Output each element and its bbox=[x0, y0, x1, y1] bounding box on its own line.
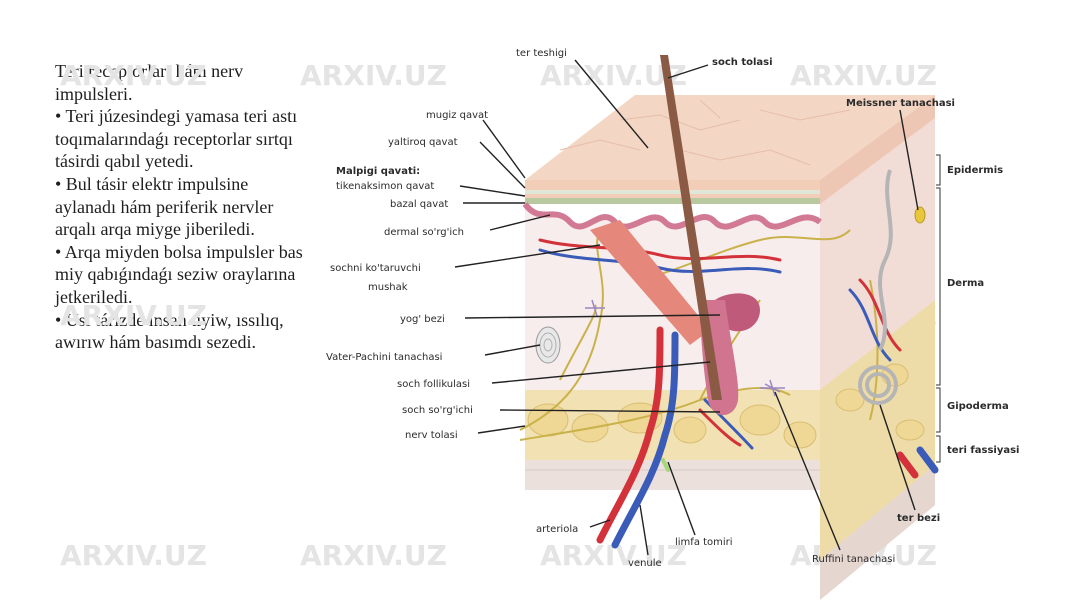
label-ter-bezi: ter bezi bbox=[897, 513, 940, 524]
hypodermis-side bbox=[820, 300, 935, 560]
label-malpigi-1: Malpigi qavati: bbox=[336, 166, 420, 177]
watermark-4: ARXIV.UZ bbox=[790, 59, 937, 92]
label-nerv-tolasi: nerv tolasi bbox=[405, 430, 458, 441]
label-yaltiroq-qavat: yaltiroq qavat bbox=[388, 137, 458, 148]
label-sochni-2: mushak bbox=[368, 282, 408, 293]
description-text: Teri receptorlari hám nerv impulsleri. •… bbox=[55, 60, 305, 354]
label-limfa-tomiri: limfa tomiri bbox=[675, 537, 733, 548]
label-vater-pachini: Vater-Pachini tanachasi bbox=[326, 352, 442, 363]
epidermis-top-surface bbox=[525, 95, 935, 180]
label-venule: venule bbox=[628, 558, 662, 569]
watermark-7: ARXIV.UZ bbox=[60, 539, 207, 572]
label-teri-fassiyasi: teri fassiyasi bbox=[947, 445, 1019, 456]
paragraph-3: • Bul tásir elektr impulsine aylanadı há… bbox=[55, 173, 274, 240]
label-ruffini: Ruffini tanachasi bbox=[812, 554, 895, 565]
label-yog-bezi: yog' bezi bbox=[400, 314, 445, 325]
watermark-8: ARXIV.UZ bbox=[300, 539, 447, 572]
hair-shaft bbox=[660, 55, 722, 400]
watermark-2: ARXIV.UZ bbox=[300, 59, 447, 92]
label-arteriola: arteriola bbox=[536, 524, 578, 535]
fascia-side bbox=[820, 465, 935, 600]
epidermis-cracks bbox=[559, 99, 851, 166]
ruffini-ending bbox=[760, 379, 785, 397]
label-epidermis: Epidermis bbox=[947, 165, 1003, 176]
paragraph-5: • Usı tárizde insan tiyiw, ıssılıq, awır… bbox=[55, 309, 284, 353]
meissner-corpuscle bbox=[914, 206, 926, 224]
label-malpigi-2: tikenaksimon qavat bbox=[336, 181, 434, 192]
label-dermal-sorgich: dermal so'rg'ich bbox=[384, 227, 464, 238]
papillary-layer bbox=[522, 202, 822, 230]
arrector-pili-muscle bbox=[590, 220, 710, 345]
label-bazal-qavat: bazal qavat bbox=[390, 199, 448, 210]
label-soch-sorgichi: soch so'rg'ichi bbox=[402, 405, 473, 416]
paragraph-1: Teri receptorlari hám nerv impulsleri. bbox=[55, 61, 244, 104]
label-soch-tolasi: soch tolasi bbox=[712, 57, 773, 68]
blood-vessels bbox=[538, 238, 939, 549]
label-derma: Derma bbox=[947, 278, 984, 289]
sweat-gland bbox=[858, 169, 898, 405]
paragraph-2: • Teri júzesindegi yamasa teri astı toqı… bbox=[55, 106, 298, 172]
watermark-1: ARXIV.UZ bbox=[60, 59, 207, 92]
label-soch-follikulasi: soch follikulasi bbox=[397, 379, 470, 390]
label-gipoderma: Gipoderma bbox=[947, 401, 1009, 412]
ruffini-ending-2 bbox=[585, 299, 605, 317]
basal-layer bbox=[525, 198, 820, 204]
epidermis-side-band bbox=[820, 95, 935, 204]
label-ter-teshigi: ter teshigi bbox=[516, 48, 567, 59]
label-mugiz-qavat: mugiz qavat bbox=[426, 110, 488, 121]
label-meissner: Meissner tanachasi bbox=[846, 98, 955, 109]
layer-brackets bbox=[936, 154, 941, 463]
leader-lines bbox=[454, 59, 919, 556]
label-sochni-1: sochni ko'taruvchi bbox=[330, 263, 421, 274]
stratum-lucidum bbox=[525, 190, 820, 194]
watermark-5: ARXIV.UZ bbox=[60, 299, 207, 332]
paragraph-4: • Arqa miyden bolsa impulsler bas miy qa… bbox=[55, 241, 303, 307]
